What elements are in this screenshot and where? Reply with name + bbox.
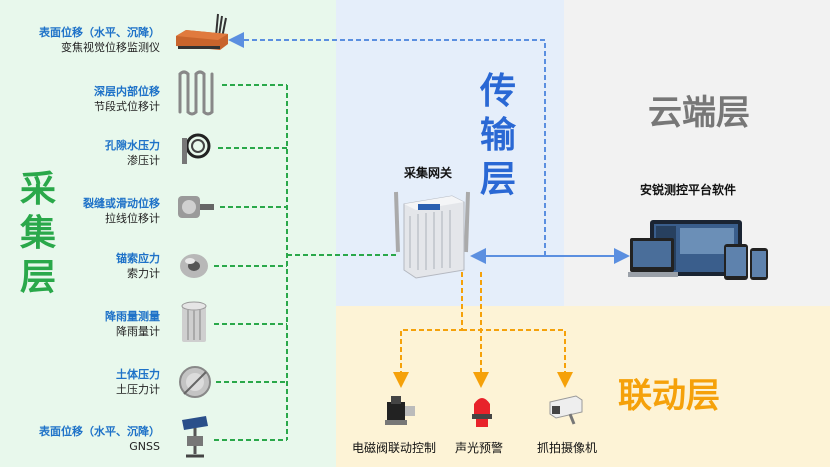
sensor-anchor-cable: 锚索应力 索力计 [0, 252, 160, 281]
sensor-category: 表面位移（水平、沉降） [39, 425, 160, 438]
transmission-layer-title: 传 输 层 [479, 71, 516, 200]
linkage-layer-zone [336, 306, 830, 467]
vision-displacement-monitor-icon [176, 13, 228, 50]
sensor-name: 索力计 [127, 267, 160, 280]
sensor-name: GNSS [129, 440, 160, 453]
gateway-label: 采集网关 [404, 166, 453, 180]
sensor-category: 孔隙水压力 [105, 139, 160, 152]
solenoid-valve-label: 电磁阀联动控制 [352, 441, 437, 455]
camera-icon [549, 395, 583, 425]
sensor-name: 节段式位移计 [94, 100, 160, 113]
segmented-displacement-meter-icon [178, 70, 214, 116]
camera-label: 抓拍摄像机 [537, 441, 598, 455]
gateway-device-icon [394, 191, 470, 279]
sensor-category: 锚索应力 [116, 252, 160, 265]
linkage-connectors [393, 272, 573, 388]
sensor-gnss: 表面位移（水平、沉降） GNSS [0, 425, 160, 454]
sensor-name: 拉线位移计 [105, 212, 160, 225]
alarm-light-label: 声光预警 [455, 441, 504, 455]
sensor-segmented-displacement: 深层内部位移 节段式位移计 [0, 85, 160, 114]
acquisition-connectors [214, 84, 398, 441]
sensor-rain-gauge: 降雨量测量 降雨量计 [0, 310, 160, 339]
rain-gauge-icon [181, 301, 207, 342]
platform-label: 安锐测控平台软件 [640, 183, 737, 197]
acquisition-layer-title: 采 集 层 [19, 169, 56, 298]
transmission-connectors [228, 32, 630, 264]
cloud-layer-title: 云端层 [648, 93, 750, 133]
solenoid-valve-icon [385, 396, 415, 425]
sensor-piezometer: 孔隙水压力 渗压计 [0, 139, 160, 168]
sensor-category: 裂缝或滑动位移 [83, 197, 160, 210]
alarm-light-icon [472, 398, 492, 427]
sensor-draw-wire: 裂缝或滑动位移 拉线位移计 [0, 197, 160, 226]
sensor-category: 深层内部位移 [94, 85, 160, 98]
piezometer-icon [182, 133, 211, 164]
sensor-category: 降雨量测量 [105, 310, 160, 323]
acquisition-layer-zone [0, 0, 336, 467]
linkage-layer-title: 联动层 [618, 376, 720, 416]
sensor-vision-displacement: 表面位移（水平、沉降） 变焦视觉位移监测仪 [0, 26, 160, 55]
sensor-category: 表面位移（水平、沉降） [39, 26, 160, 39]
anchor-cable-meter-icon [180, 254, 208, 278]
sensor-category: 土体压力 [116, 368, 160, 381]
sensor-name: 降雨量计 [116, 325, 160, 338]
sensor-name: 变焦视觉位移监测仪 [61, 41, 160, 54]
sensor-earth-pressure: 土体压力 土压力计 [0, 368, 160, 397]
monitoring-platform-screens-icon [628, 220, 768, 280]
earth-pressure-cell-icon [179, 366, 211, 398]
sensor-name: 土压力计 [116, 383, 160, 396]
gnss-station-icon [182, 416, 208, 458]
sensor-name: 渗压计 [127, 154, 160, 167]
draw-wire-sensor-icon [178, 196, 214, 218]
